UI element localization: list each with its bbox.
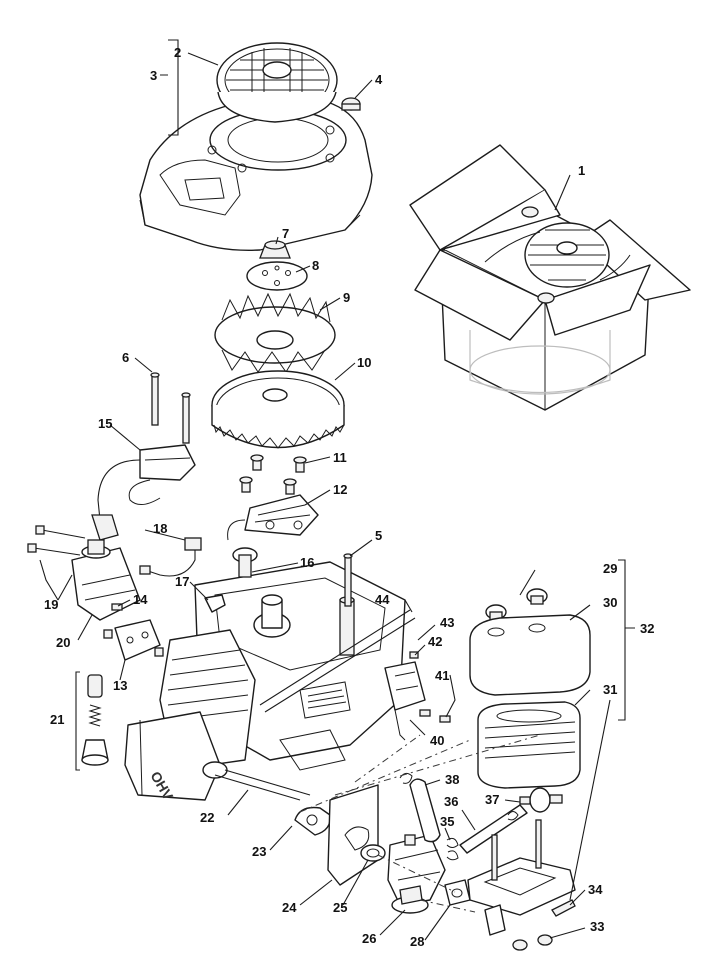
bolt-34 bbox=[551, 899, 576, 917]
hose-38 bbox=[409, 778, 441, 843]
flywheel-bolts-11 bbox=[239, 454, 307, 495]
callout-2: 2 bbox=[174, 45, 181, 60]
callout-18: 18 bbox=[153, 521, 167, 536]
flywheel-10 bbox=[211, 370, 345, 449]
flywheel-nut-7 bbox=[259, 240, 291, 259]
callout-28: 28 bbox=[410, 934, 424, 949]
callout-17: 17 bbox=[175, 574, 189, 589]
callout-11: 11 bbox=[333, 450, 347, 465]
starter-motor-20 bbox=[71, 539, 141, 621]
gasket-25 bbox=[360, 844, 386, 862]
engine-block: OHV bbox=[124, 561, 406, 803]
starter-bolts-19 bbox=[27, 525, 86, 556]
callout-9: 9 bbox=[343, 290, 350, 305]
air-filter-base bbox=[467, 819, 576, 936]
bracket-17 bbox=[204, 594, 226, 613]
callout-42: 42 bbox=[428, 634, 442, 649]
wire-18 bbox=[139, 537, 202, 577]
assembly-centerlines bbox=[299, 734, 541, 913]
callout-23: 23 bbox=[252, 844, 266, 859]
air-filter-element-31 bbox=[477, 701, 581, 789]
callout-15: 15 bbox=[98, 416, 112, 431]
callout-22: 22 bbox=[200, 810, 214, 825]
callout-20: 20 bbox=[56, 635, 70, 650]
callout-4: 4 bbox=[375, 72, 383, 87]
callout-25: 25 bbox=[333, 900, 347, 915]
callout-38: 38 bbox=[445, 772, 459, 787]
callout-29: 29 bbox=[603, 561, 617, 576]
knobs-29 bbox=[485, 588, 548, 621]
callout-5: 5 bbox=[375, 528, 382, 543]
control-bracket-40 bbox=[384, 661, 426, 741]
callout-1: 1 bbox=[578, 163, 585, 178]
breather-tube-36 bbox=[459, 804, 528, 854]
callout-13: 13 bbox=[113, 678, 127, 693]
callout-8: 8 bbox=[312, 258, 319, 273]
recoil-starter-cover bbox=[216, 42, 338, 123]
starter-nut-4 bbox=[341, 97, 361, 111]
cylinder-head-bolts-22 bbox=[214, 769, 311, 801]
callout-37: 37 bbox=[485, 792, 499, 807]
callout-31: 31 bbox=[603, 682, 617, 697]
callout-16: 16 bbox=[300, 555, 314, 570]
studs-6 bbox=[150, 372, 191, 444]
starter-gear-21 bbox=[81, 674, 109, 766]
callout-33: 33 bbox=[590, 919, 604, 934]
callout-44: 44 bbox=[375, 592, 390, 607]
air-filter-cover-30 bbox=[469, 614, 591, 696]
leader-lines bbox=[39, 39, 635, 941]
callout-43: 43 bbox=[440, 615, 454, 630]
callout-19: 19 bbox=[44, 597, 58, 612]
solenoid-13 bbox=[103, 619, 164, 661]
clamps-35 bbox=[446, 837, 459, 861]
callout-21: 21 bbox=[50, 712, 64, 727]
ignition-module-12 bbox=[227, 494, 319, 541]
callout-30: 30 bbox=[603, 595, 617, 610]
screw-42 bbox=[409, 651, 419, 659]
callout-40: 40 bbox=[430, 733, 444, 748]
carburetor-26 bbox=[387, 834, 446, 914]
heat-shield-24 bbox=[327, 784, 379, 886]
boxed-engine bbox=[409, 144, 691, 411]
callout-26: 26 bbox=[362, 931, 376, 946]
nuts-33 bbox=[512, 934, 553, 951]
screw-14 bbox=[111, 603, 123, 611]
callout-12: 12 bbox=[333, 482, 347, 497]
blower-housing bbox=[139, 99, 373, 251]
callout-3: 3 bbox=[150, 68, 157, 83]
bolts-41 bbox=[419, 709, 451, 723]
callout-36: 36 bbox=[444, 794, 458, 809]
callout-35: 35 bbox=[440, 814, 454, 829]
callout-14: 14 bbox=[133, 592, 148, 607]
callout-labels: 1 2 3 4 5 6 7 8 9 10 11 12 13 14 15 16 1… bbox=[44, 45, 654, 949]
oil-dipstick-16 bbox=[232, 547, 258, 578]
callout-32: 32 bbox=[640, 621, 654, 636]
gasket-28 bbox=[444, 879, 471, 906]
cooling-fan-9 bbox=[214, 292, 336, 373]
ignition-coil-15 bbox=[91, 444, 196, 541]
callout-41: 41 bbox=[435, 668, 449, 683]
callout-34: 34 bbox=[588, 882, 603, 897]
callout-6: 6 bbox=[122, 350, 129, 365]
callout-24: 24 bbox=[282, 900, 297, 915]
stud-5 bbox=[343, 553, 353, 607]
breather-valve-37 bbox=[519, 787, 563, 813]
callout-7: 7 bbox=[282, 226, 289, 241]
fan-plate-8 bbox=[246, 261, 308, 291]
callout-10: 10 bbox=[357, 355, 371, 370]
throttle-cable-44-43 bbox=[259, 609, 416, 713]
